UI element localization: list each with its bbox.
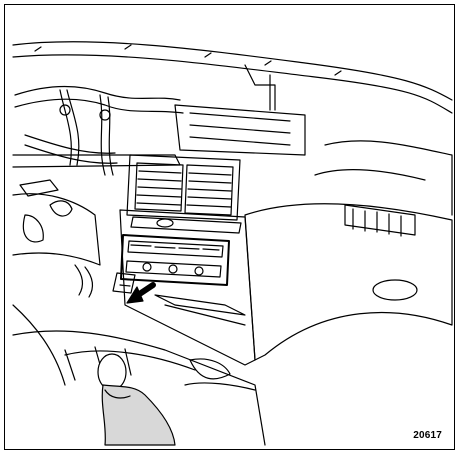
- passenger-dashboard: [244, 140, 453, 361]
- centre-console: [119, 209, 256, 366]
- figure-reference-number: 20617: [413, 430, 442, 441]
- removal-arrow: [126, 282, 156, 304]
- cross-member: [12, 64, 306, 168]
- wiring-harness: [14, 85, 184, 217]
- dashboard-top-edge: [12, 41, 453, 114]
- dashboard-illustration: [12, 41, 453, 446]
- floor-and-gear-lever: [12, 330, 266, 446]
- figure-frame: 20617: [4, 4, 455, 450]
- connector-block: [112, 272, 246, 326]
- steering-column: [12, 193, 101, 386]
- centre-air-vents: [126, 154, 241, 221]
- heater-control-panel: [120, 234, 230, 286]
